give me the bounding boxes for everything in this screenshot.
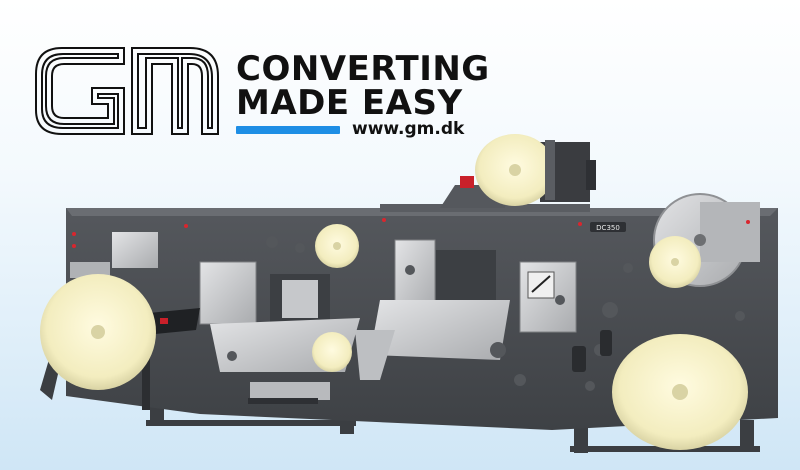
- tagline: CONVERTING MADE EASY: [236, 52, 490, 120]
- tagline-line-2: MADE EASY: [236, 83, 463, 123]
- gm-logo-icon: [32, 44, 222, 138]
- model-badge: DC350: [596, 224, 620, 232]
- material-rolls: [40, 134, 748, 450]
- tagline-line-1: CONVERTING: [236, 49, 490, 89]
- website-url[interactable]: www.gm.dk: [352, 119, 465, 139]
- accent-bar: [236, 126, 340, 134]
